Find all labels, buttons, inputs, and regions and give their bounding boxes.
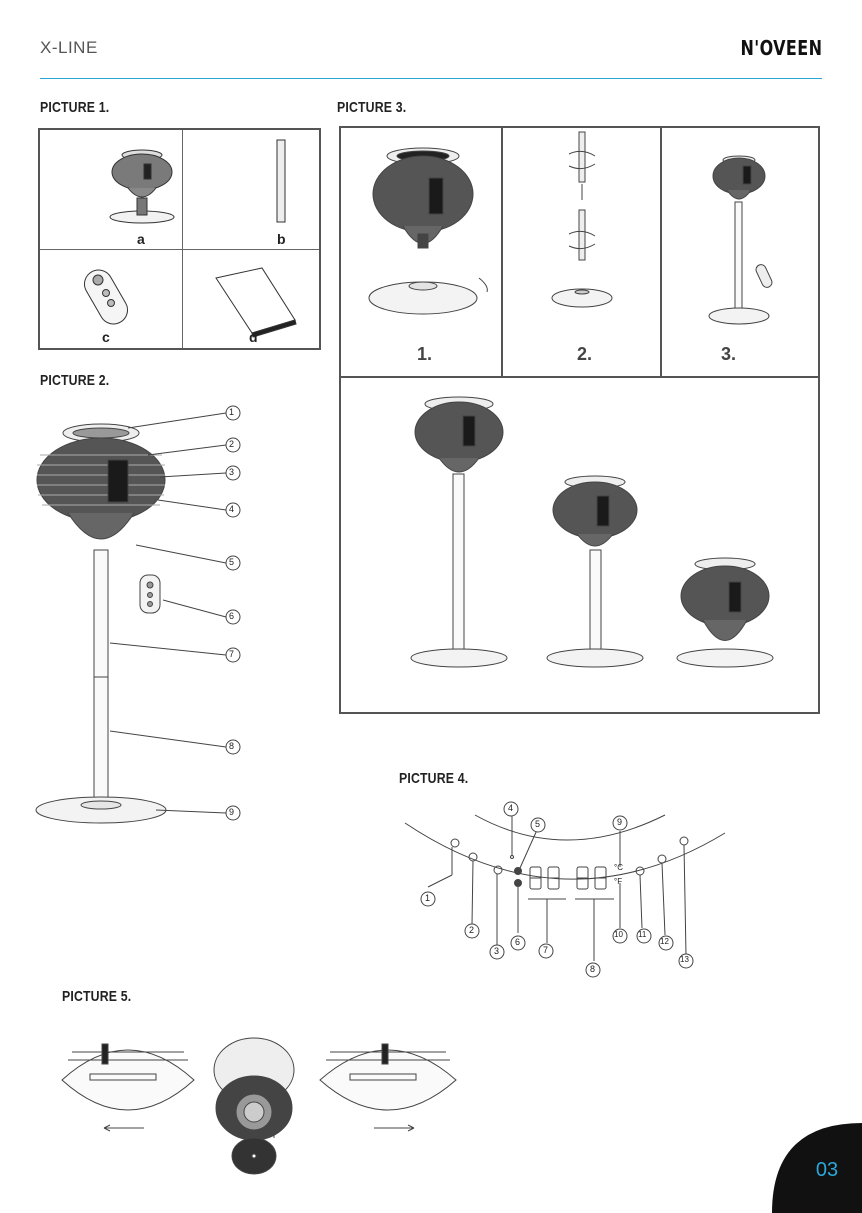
label-b: b (277, 231, 286, 247)
picture2-caption: PICTURE 2. (40, 372, 109, 389)
picture5-caption: PICTURE 5. (62, 988, 131, 1005)
picture1-caption: PICTURE 1. (40, 99, 109, 116)
unit-fahrenheit: °F (614, 877, 622, 886)
picture4-control-panel (400, 795, 740, 975)
heater-part-a (110, 150, 174, 223)
p2-callout-1: 1 (229, 407, 234, 417)
p2-callout-5: 5 (229, 557, 234, 567)
p2-callout-7: 7 (229, 649, 234, 659)
p4-callout-9: 9 (617, 817, 622, 827)
picture3-drawing (339, 126, 820, 714)
p4-callout-1: 1 (425, 893, 430, 903)
p4-callout-10: 10 (614, 930, 623, 939)
picture3-caption: PICTURE 3. (337, 99, 406, 116)
remote-part-c (79, 265, 132, 329)
step-3-label: 3. (721, 344, 736, 365)
p4-callout-7: 7 (543, 945, 548, 955)
p4-callout-6: 6 (515, 937, 520, 947)
p2-callout-3: 3 (229, 467, 234, 477)
p2-callout-4: 4 (229, 504, 234, 514)
p2-callout-6: 6 (229, 611, 234, 621)
header-left: X-LINE (40, 38, 98, 58)
unit-celsius: °C (614, 863, 623, 872)
step-2-label: 2. (577, 344, 592, 365)
label-c: c (102, 329, 110, 345)
picture2-drawing (28, 395, 328, 855)
p2-callout-2: 2 (229, 439, 234, 449)
header-divider (40, 78, 822, 79)
p4-callout-4: 4 (508, 803, 513, 813)
p4-callout-8: 8 (590, 964, 595, 974)
picture1-frame: a b c d (38, 128, 321, 350)
p2-callout-8: 8 (229, 741, 234, 751)
p4-callout-12: 12 (660, 937, 669, 946)
brand-logo: N'OVEEN (740, 36, 822, 60)
picture3-frame: 1. 2. 3. (339, 126, 820, 714)
page-number: 03 (812, 1159, 842, 1182)
p4-callout-3: 3 (494, 946, 499, 956)
picture5-drawing (58, 1030, 478, 1170)
p2-callout-9: 9 (229, 807, 234, 817)
step-1-label: 1. (417, 344, 432, 365)
p4-callout-13: 13 (680, 955, 689, 964)
p4-callout-11: 11 (638, 930, 646, 939)
manual-part-d (216, 268, 296, 337)
p4-callout-5: 5 (535, 819, 540, 829)
picture4-caption: PICTURE 4. (399, 770, 468, 787)
label-d: d (249, 329, 258, 345)
p4-callout-2: 2 (469, 925, 474, 935)
pole-part-b (277, 140, 285, 222)
label-a: a (137, 231, 145, 247)
